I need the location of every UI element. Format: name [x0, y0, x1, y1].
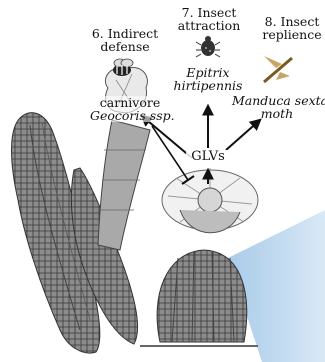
cactus-flower	[162, 168, 258, 233]
label-carnivore-line2: Geocoris ssp.	[90, 109, 170, 122]
arrow-to-manduca	[226, 120, 260, 150]
label-indirect-defense-line2: defense	[86, 40, 164, 53]
label-manduca: Manduca sexta moth	[232, 94, 322, 120]
label-carnivore: carnivore Geocoris ssp.	[90, 96, 170, 122]
beetle-icon	[196, 36, 220, 57]
label-insect-attraction: 7. Insect attraction	[170, 6, 248, 32]
inhibition-line	[152, 126, 188, 180]
label-epitrix: Epitrix hirtipennis	[170, 66, 246, 92]
label-insect-repellence-line2: replience	[255, 28, 325, 41]
moth-icon	[264, 56, 292, 82]
label-insect-repellence: 8. Insect replience	[255, 15, 325, 41]
label-manduca-line2: moth	[232, 107, 322, 120]
label-epitrix-line2: hirtipennis	[170, 79, 246, 92]
label-indirect-defense: 6. Indirect defense	[86, 27, 164, 53]
label-insect-attraction-line2: attraction	[170, 19, 248, 32]
cactus-stem	[98, 120, 150, 250]
label-glvs: GLVs	[186, 150, 230, 163]
